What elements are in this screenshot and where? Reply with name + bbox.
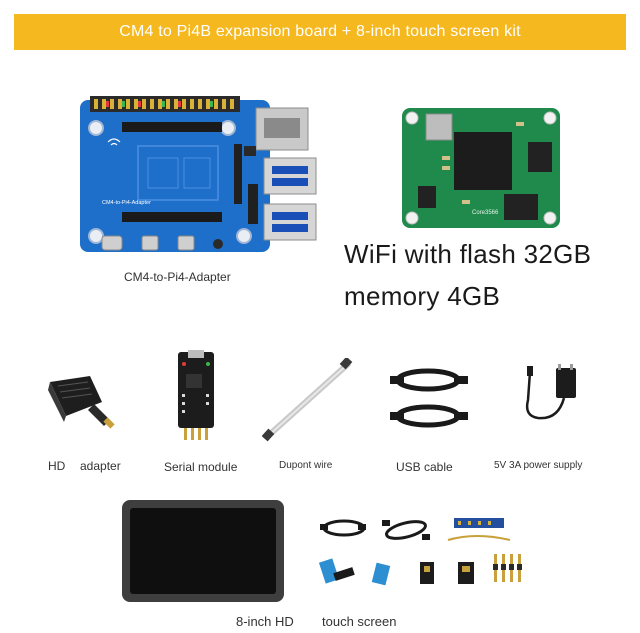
compute-module-image: Core3566: [402, 108, 562, 230]
spec-line-1: WiFi with flash 32GB: [344, 239, 592, 269]
usb-cable-label: USB cable: [396, 460, 453, 474]
kit-title-banner: CM4 to Pi4B expansion board + 8-inch tou…: [14, 14, 626, 50]
adapter-silkscreen: CM4-to-Pi4-Adapter: [102, 200, 151, 206]
adapter-caption: CM4-to-Pi4-Adapter: [124, 270, 231, 284]
screen-label-a: 8-inch HD: [236, 614, 294, 629]
dupont-wire-image: [262, 358, 354, 442]
serial-module-image: [174, 350, 218, 442]
module-silkscreen: Core3566: [472, 210, 499, 216]
spec-line-2: memory 4GB: [344, 281, 501, 311]
serial-module-label: Serial module: [164, 460, 238, 474]
screen-label-b: touch screen: [322, 614, 397, 629]
hd-adapter-image: [44, 372, 120, 432]
kit-title: CM4 to Pi4B expansion board + 8-inch tou…: [119, 23, 521, 40]
power-supply-label: 5V 3A power supply: [494, 460, 583, 471]
touch-screen-image: [122, 500, 286, 604]
power-supply-image: [518, 362, 588, 434]
usb-cable-image: [388, 366, 472, 436]
adapter-label: adapter: [80, 459, 121, 473]
dupont-wire-label: Dupont wire: [279, 460, 333, 471]
hd-label: HD: [48, 459, 66, 473]
screen-accessories-image: [318, 514, 538, 596]
adapter-board-image: CM4-to-Pi4-Adapter: [78, 94, 322, 256]
